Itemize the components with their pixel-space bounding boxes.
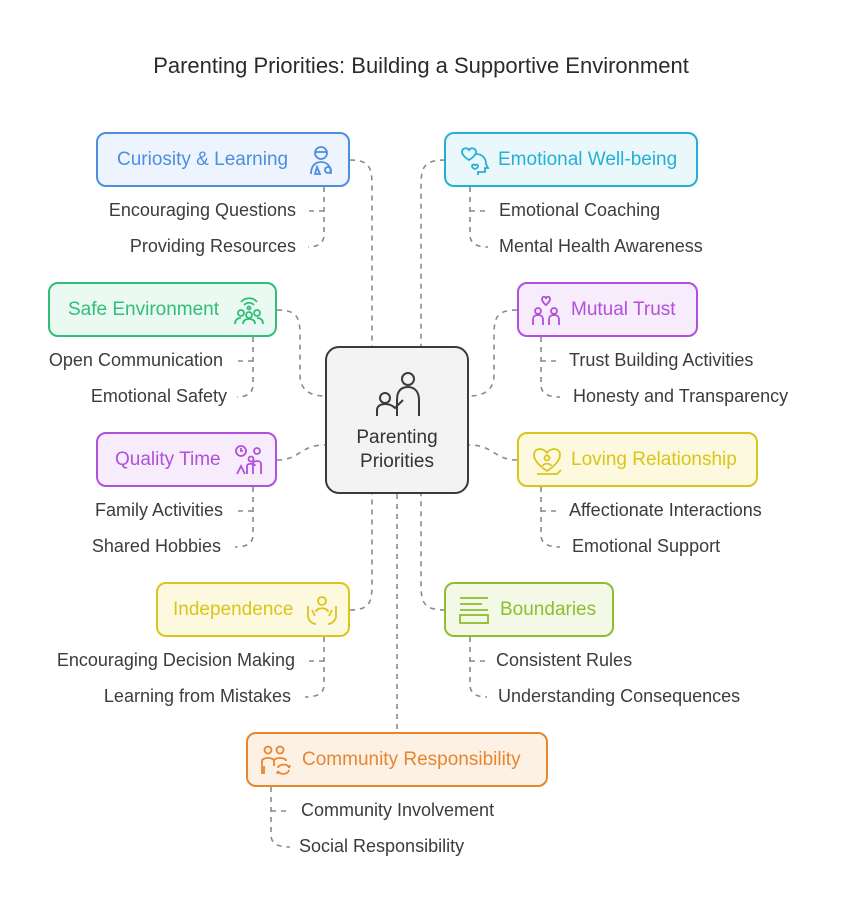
boundaries-item-1: Consistent Rules bbox=[496, 650, 633, 670]
node-boundaries-label: Boundaries bbox=[500, 598, 597, 620]
curiosity-item-2: Providing Resources bbox=[129, 236, 296, 256]
node-curiosity: Curiosity & Learning bbox=[96, 132, 350, 187]
node-independence-label: Independence bbox=[173, 598, 294, 620]
safe-item-2: Emotional Safety bbox=[90, 386, 227, 406]
node-quality-label: Quality Time bbox=[115, 448, 221, 470]
people-heart-icon bbox=[532, 295, 560, 325]
safe-item-1: Open Communication bbox=[48, 350, 223, 370]
emotional-item-1: Emotional Coaching bbox=[499, 200, 661, 220]
community-item-1: Community Involvement bbox=[301, 800, 495, 820]
node-safe: Safe Environment bbox=[48, 282, 277, 337]
node-safe-label: Safe Environment bbox=[68, 298, 220, 320]
curiosity-item-1: Encouraging Questions bbox=[108, 200, 296, 220]
emotional-item-2: Mental Health Awareness bbox=[499, 236, 703, 256]
boundaries-item-2: Understanding Consequences bbox=[498, 686, 741, 706]
scientist-icon bbox=[310, 145, 332, 175]
center-label-line1: Parenting bbox=[356, 427, 438, 448]
quality-item-1: Family Activities bbox=[94, 500, 223, 520]
center-label-line2: Priorities bbox=[360, 451, 434, 472]
node-boundaries: Boundaries bbox=[444, 582, 614, 637]
independence-item-1: Encouraging Decision Making bbox=[56, 650, 295, 670]
independence-item-2: Learning from Mistakes bbox=[103, 686, 291, 706]
node-emotional: Emotional Well-being bbox=[444, 132, 698, 187]
node-loving-label: Loving Relationship bbox=[571, 448, 737, 470]
node-curiosity-label: Curiosity & Learning bbox=[117, 148, 289, 170]
connector-curiosity bbox=[349, 159, 373, 346]
heart-person-icon bbox=[533, 447, 562, 475]
loving-item-2: Emotional Support bbox=[572, 536, 721, 556]
connector-safe bbox=[276, 309, 326, 397]
heart-head-icon bbox=[461, 146, 490, 175]
node-independence: Independence bbox=[156, 582, 350, 637]
center-node: Parenting Priorities bbox=[325, 346, 469, 494]
node-community: Community Responsibility bbox=[246, 732, 548, 787]
people-cycle-icon bbox=[261, 745, 291, 775]
page-title: Parenting Priorities: Building a Support… bbox=[153, 53, 689, 78]
trust-item-2: Honesty and Transparency bbox=[573, 386, 789, 406]
lines-block-icon bbox=[459, 596, 489, 624]
parent-child-icon bbox=[376, 372, 420, 416]
hands-person-icon bbox=[307, 595, 337, 625]
connector-emotional bbox=[420, 159, 446, 346]
connector-boundaries bbox=[420, 494, 446, 611]
family-clock-icon bbox=[235, 444, 262, 474]
group-signal-icon bbox=[234, 296, 264, 324]
connector-trust bbox=[468, 309, 518, 397]
node-trust-label: Mutual Trust bbox=[571, 298, 676, 320]
node-quality: Quality Time bbox=[96, 432, 277, 487]
node-emotional-label: Emotional Well-being bbox=[498, 148, 678, 170]
trust-item-1: Trust Building Activities bbox=[569, 350, 754, 370]
node-community-label: Community Responsibility bbox=[302, 748, 521, 770]
connector-quality bbox=[276, 444, 326, 461]
node-trust: Mutual Trust bbox=[517, 282, 698, 337]
connector-independence bbox=[349, 494, 373, 611]
node-loving: Loving Relationship bbox=[517, 432, 758, 487]
community-item-2: Social Responsibility bbox=[299, 836, 465, 856]
connector-loving bbox=[468, 444, 518, 461]
loving-item-1: Affectionate Interactions bbox=[569, 500, 762, 520]
quality-item-2: Shared Hobbies bbox=[91, 536, 221, 556]
